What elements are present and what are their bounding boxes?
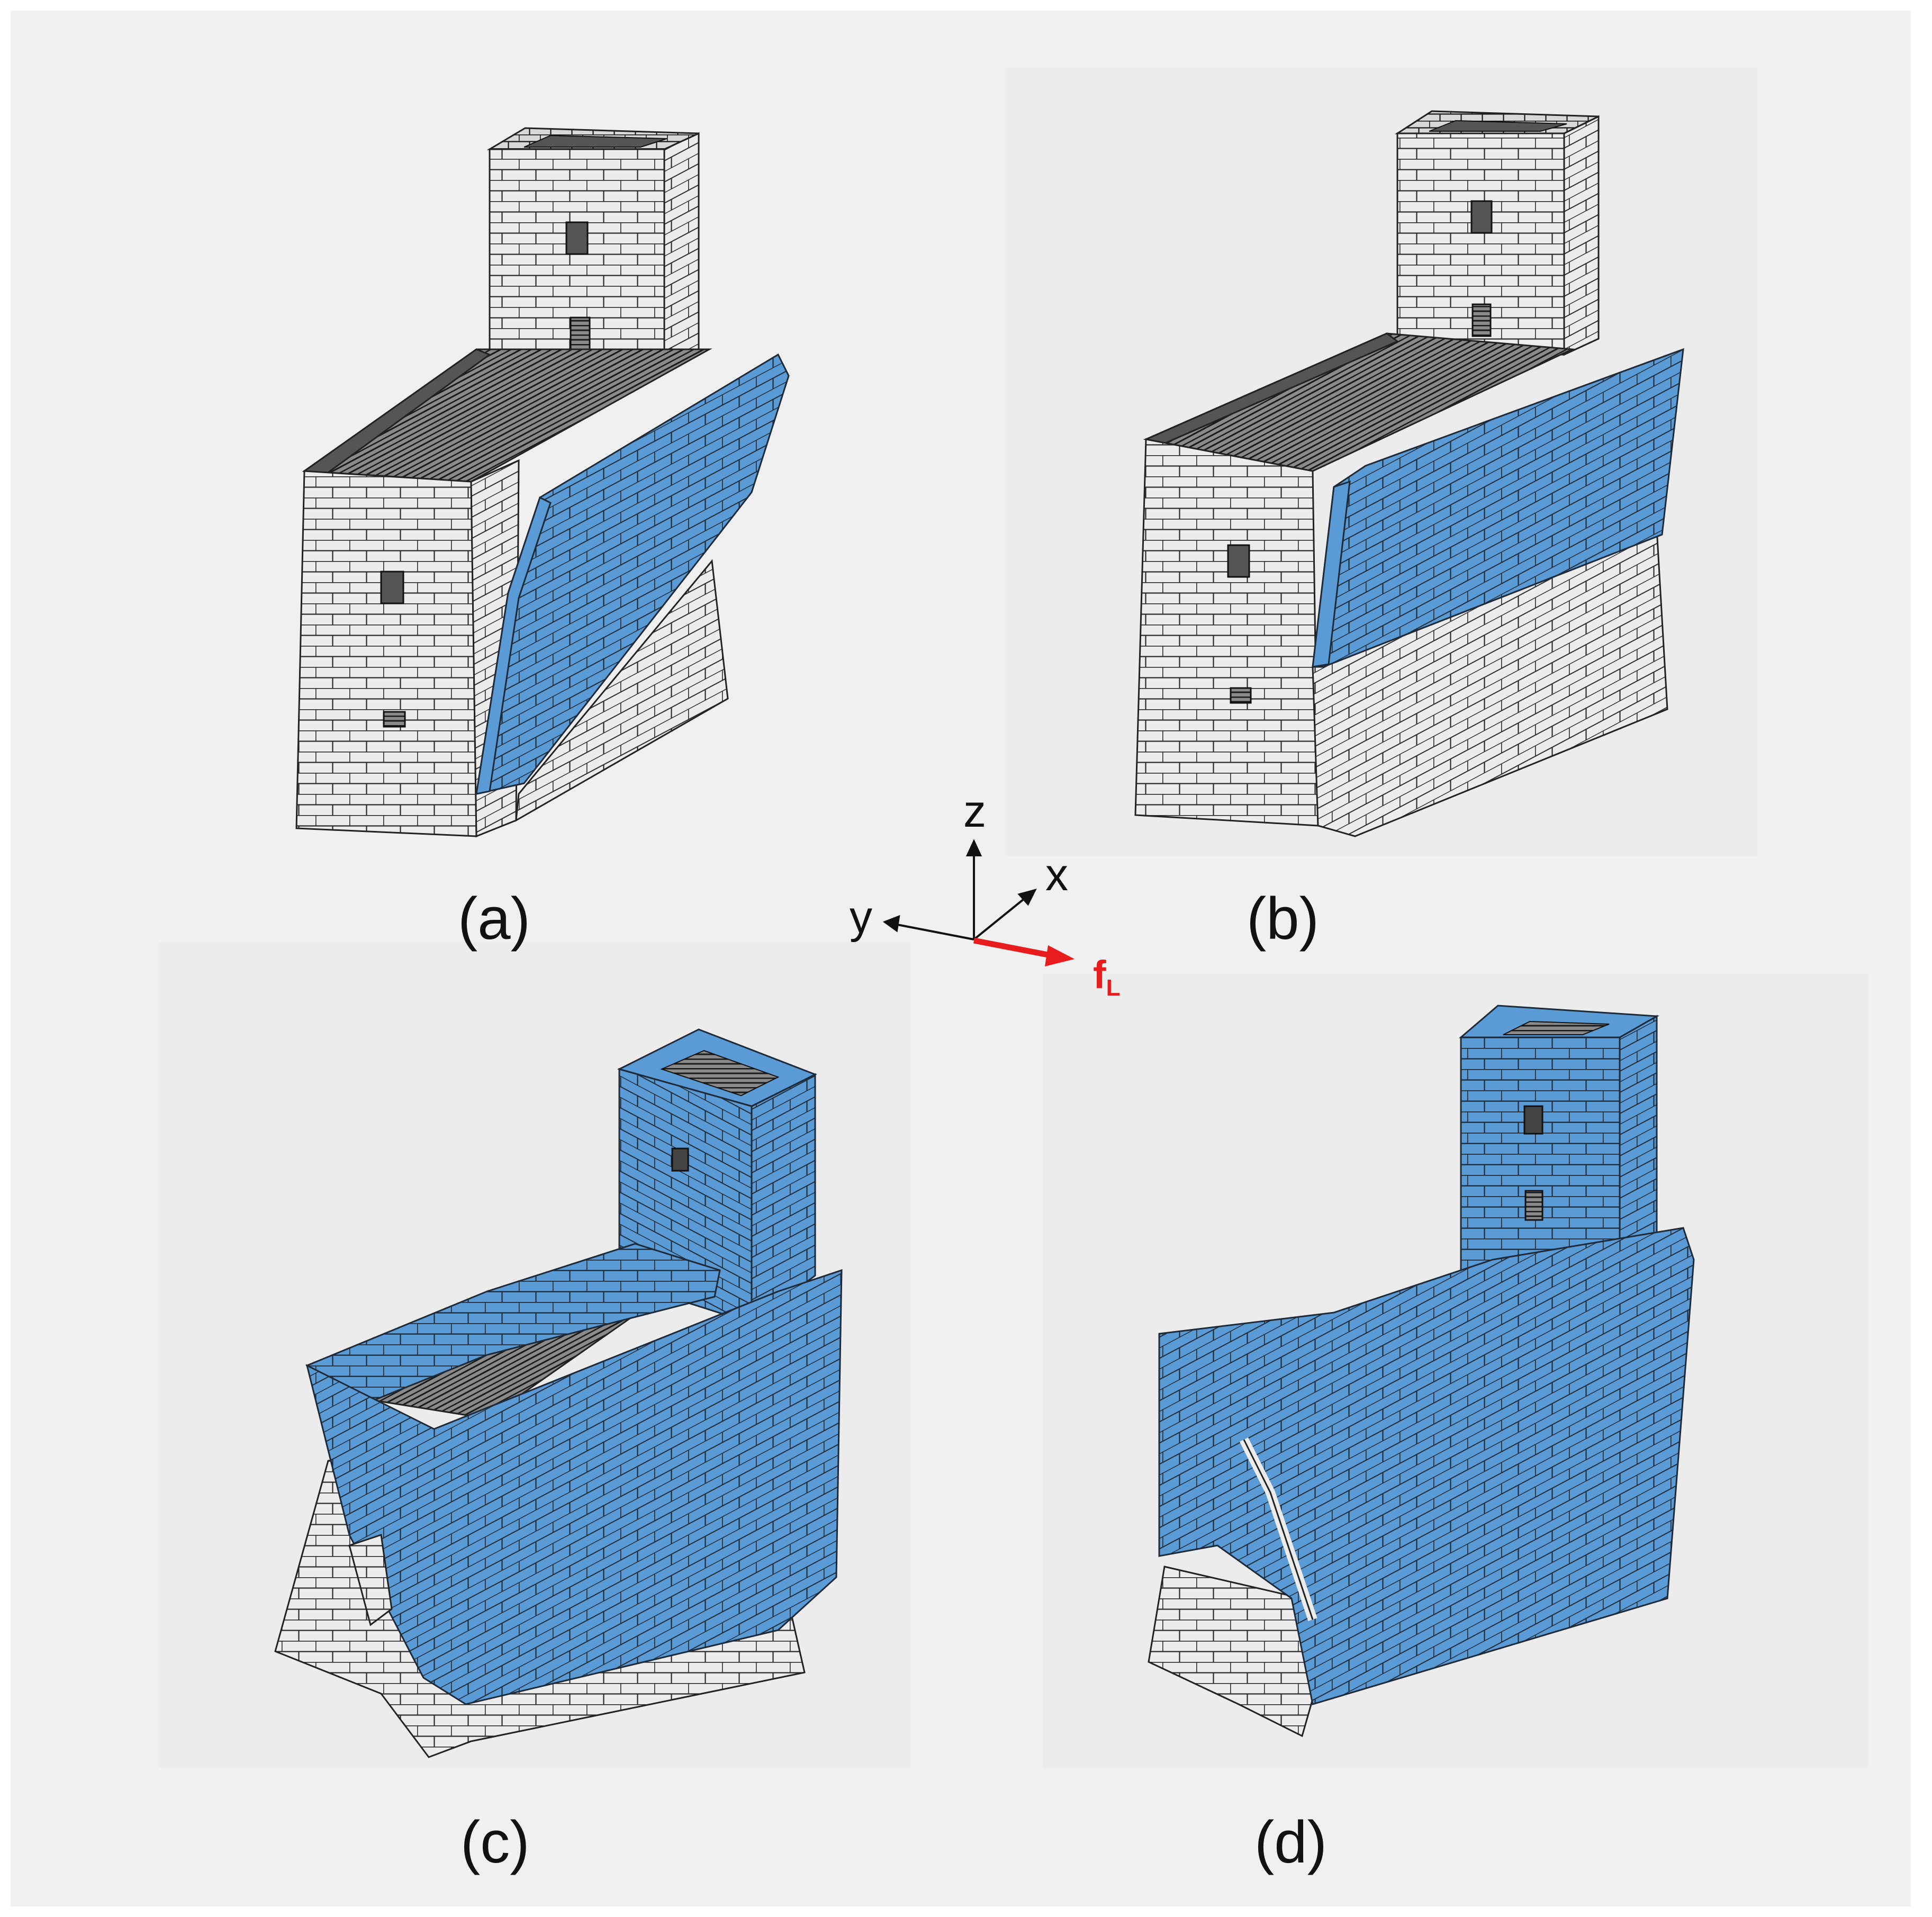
force-arrow-head <box>1045 945 1075 966</box>
figure: (a) (b) (c) (d) z x y fL <box>11 11 1911 1906</box>
panel-b-tower-side <box>1563 115 1600 356</box>
panel-b-caption: (b) <box>1247 885 1319 952</box>
panel-a-tower-side <box>663 132 700 368</box>
x-axis-label: x <box>1045 849 1068 900</box>
panel-d-tower-side <box>1619 1015 1658 1272</box>
panel-d-stepped-crack-edge <box>1243 1439 1314 1620</box>
panel-b-model <box>1006 68 1757 856</box>
panel-d-moving-wall <box>1158 1227 1695 1705</box>
panel-b-tower-vent <box>1471 303 1492 337</box>
panel-d-tower-front <box>1460 1036 1621 1271</box>
panel-d-tower-vent <box>1524 1190 1543 1221</box>
force-arrow-icon <box>973 937 1075 966</box>
panel-b-pier-vent <box>1230 687 1252 704</box>
panel-b-front-pier <box>1134 438 1319 827</box>
panel-c-tower-window <box>671 1147 689 1172</box>
panel-b-tower-window <box>1470 200 1493 234</box>
panel-a-moving-wall-edge <box>475 496 552 795</box>
y-axis-label: y <box>850 892 872 943</box>
panel-b-tower-opening <box>1429 120 1567 132</box>
panel-c-model <box>159 942 910 1768</box>
panel-a-pier-window <box>380 571 404 604</box>
panel-a-tower-opening <box>523 134 667 148</box>
panel-a-front-pier <box>295 470 477 837</box>
panel-a-caption: (a) <box>458 885 530 952</box>
force-label: fL <box>1093 955 1121 1000</box>
panel-b-moving-wall-edge <box>1312 480 1351 668</box>
z-axis-arrowhead <box>965 839 982 856</box>
panel-c-caption: (c) <box>461 1809 530 1875</box>
panel-b-pier-window <box>1227 544 1250 578</box>
x-axis-line <box>973 893 1031 941</box>
panel-b-static-wall <box>1312 528 1668 837</box>
z-axis-label: z <box>963 786 986 837</box>
panel-d-caption: (d) <box>1254 1809 1327 1875</box>
panel-a-model <box>295 127 790 838</box>
y-axis-line <box>891 923 974 941</box>
force-subscript: L <box>1106 975 1121 1001</box>
panel-d-model <box>1043 974 1868 1768</box>
panel-d-tower-window <box>1523 1105 1543 1135</box>
panel-c-tower-opening <box>660 1050 780 1097</box>
force-arrow-line <box>973 937 1052 958</box>
panel-c-moving-top <box>305 1243 721 1409</box>
masonry-diagram <box>159 68 1868 1768</box>
panel-c-crack-hole <box>348 1534 393 1626</box>
y-axis-arrowhead <box>882 915 900 933</box>
panel-a-tower-vent <box>570 317 591 350</box>
x-axis-arrowhead <box>1017 888 1037 906</box>
force-symbol: f <box>1093 953 1106 997</box>
panel-d-tower-opening <box>1503 1020 1610 1035</box>
panel-a-tower-window <box>565 221 589 255</box>
coordinate-axes-icon <box>882 839 1037 941</box>
panel-d-tower-cap <box>1458 1005 1660 1038</box>
panel-a-pier-vent <box>383 711 406 728</box>
panel-a-static-wall <box>515 559 729 822</box>
